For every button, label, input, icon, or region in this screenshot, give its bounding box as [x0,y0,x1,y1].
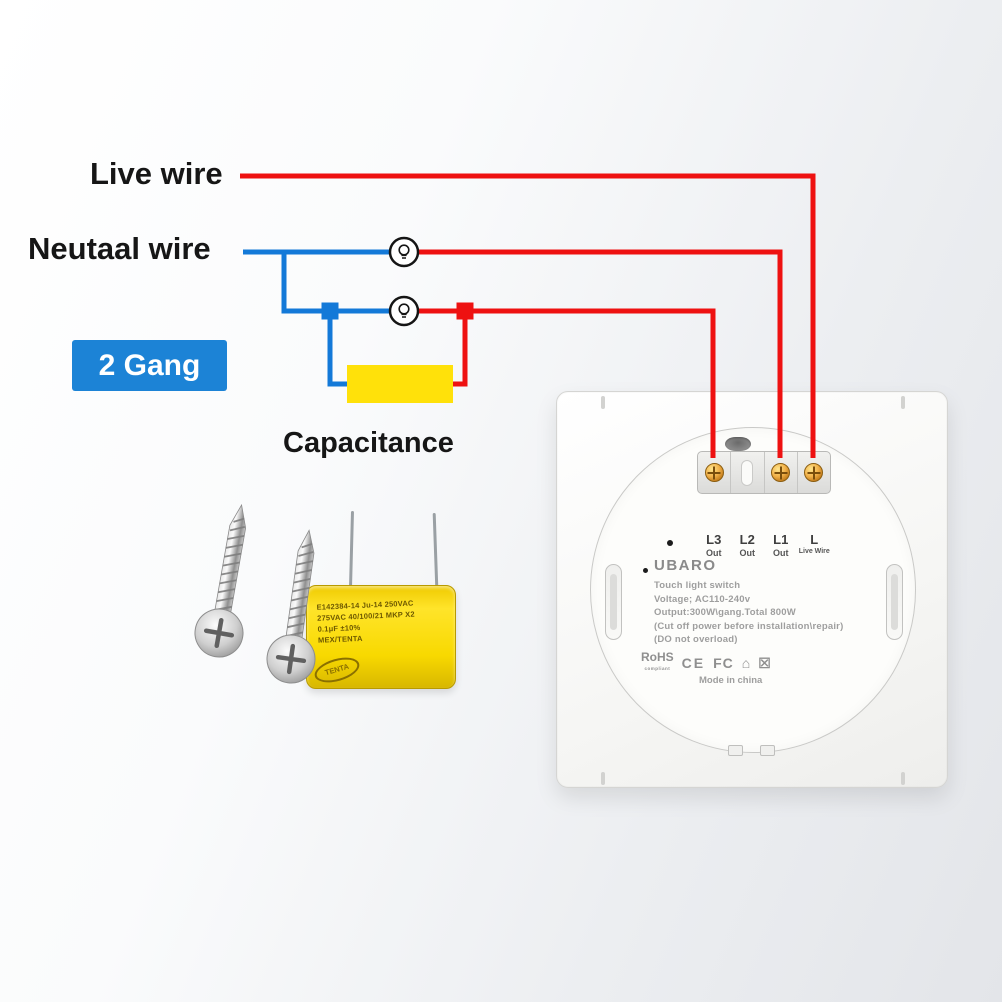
terminal-name: L1 [773,532,789,547]
slot-inner [891,574,898,630]
terminal-screw-icon [804,463,824,482]
light-bulb-icon [388,295,420,327]
neutral-branch-line [281,252,390,314]
live-wire-label: Live wire [90,156,223,191]
terminal-name: L3 [706,532,722,547]
terminal-screw-icon [704,463,724,482]
rohs-subtext: compliant [644,666,671,671]
made-in-text: Mode in china [699,675,763,686]
capacitance-label: Capacitance [283,427,454,459]
terminal-screw-icon [771,463,791,482]
module-bottom-tab [760,745,775,756]
capacitor-live-lead-line [450,315,468,387]
brand-name: UBARO [654,557,717,574]
screw-icon [194,503,247,658]
panel-corner-slot [601,772,605,785]
terminal-sub: Out [706,548,722,558]
touch-switch-back-panel: L3 Out L2 Out L1 Out L Live Wire UBARO T… [556,391,948,788]
terminal-sub: Out [739,548,756,558]
terminal-label-live: L Live Wire [798,533,832,558]
rohs-mark: RoHS compliant [641,650,674,674]
capacitor-lead-wire [432,512,438,590]
slot-inner [610,574,617,630]
neutral-junction-node [321,302,339,320]
terminal-label-l1: L1 Out [764,533,798,558]
terminal-sub: Out [773,548,789,558]
terminal-l [798,452,830,493]
capacitor-component: E142384-14 Ju-14 250VAC 275VAC 40/100/21… [306,585,456,689]
house-icon: ⌂ [741,655,751,671]
terminal-label-l2: L2 Out [731,533,765,558]
capacitor-print: E142384-14 Ju-14 250VAC 275VAC 40/100/21… [306,583,456,646]
capacitor-stamp: TENTA [311,653,363,687]
terminal-label-l3: L3 Out [697,533,731,558]
mounting-slot-left [605,564,622,640]
panel-corner-slot [901,396,905,409]
certification-row: RoHS compliant CE FC ⌂ ☒ [641,650,771,674]
indicator-dot [643,568,648,573]
terminal-l1 [765,452,798,493]
fcc-mark-icon: FC [713,655,734,671]
terminal-name: L2 [739,532,755,547]
capacitor-lead-wire [348,510,354,589]
terminal-sub: Live Wire [798,548,830,555]
panel-corner-slot [901,772,905,785]
spec-line: Touch light switch [654,580,741,591]
terminal-block [697,451,831,494]
weee-bin-icon: ☒ [758,654,771,671]
capacitor-neutral-lead-line [327,315,350,387]
gang-count-badge: 2 Gang [72,340,227,391]
terminal-l3 [698,452,732,493]
spec-text-block: Touch light switch Voltage; AC110-240v O… [654,579,869,647]
spec-line: (Cut off power before installation\repai… [654,620,844,632]
terminal-l2 [731,452,765,493]
wire-entry-notch [725,437,751,451]
mounting-slot-right [886,564,903,640]
module-bottom-tab [728,745,743,756]
rohs-text: RoHS [641,650,674,664]
terminal-name: L [810,532,819,547]
empty-terminal-slot [741,459,754,486]
spec-line: Output:300W\gang.Total 800W [654,607,796,618]
terminal-labels: L3 Out L2 Out L1 Out L Live Wire [697,533,831,558]
indicator-dot [667,540,673,546]
spec-line: (DO not overload) [654,634,738,645]
spec-line: Voltage; AC110-240v [654,593,751,605]
capacitance-symbol [347,365,453,403]
ce-mark-icon: CE [681,655,706,671]
light-bulb-icon [388,236,420,268]
panel-corner-slot [601,396,605,409]
neutral-wire-label: Neutaal wire [28,231,211,266]
live-junction-node [456,302,474,320]
